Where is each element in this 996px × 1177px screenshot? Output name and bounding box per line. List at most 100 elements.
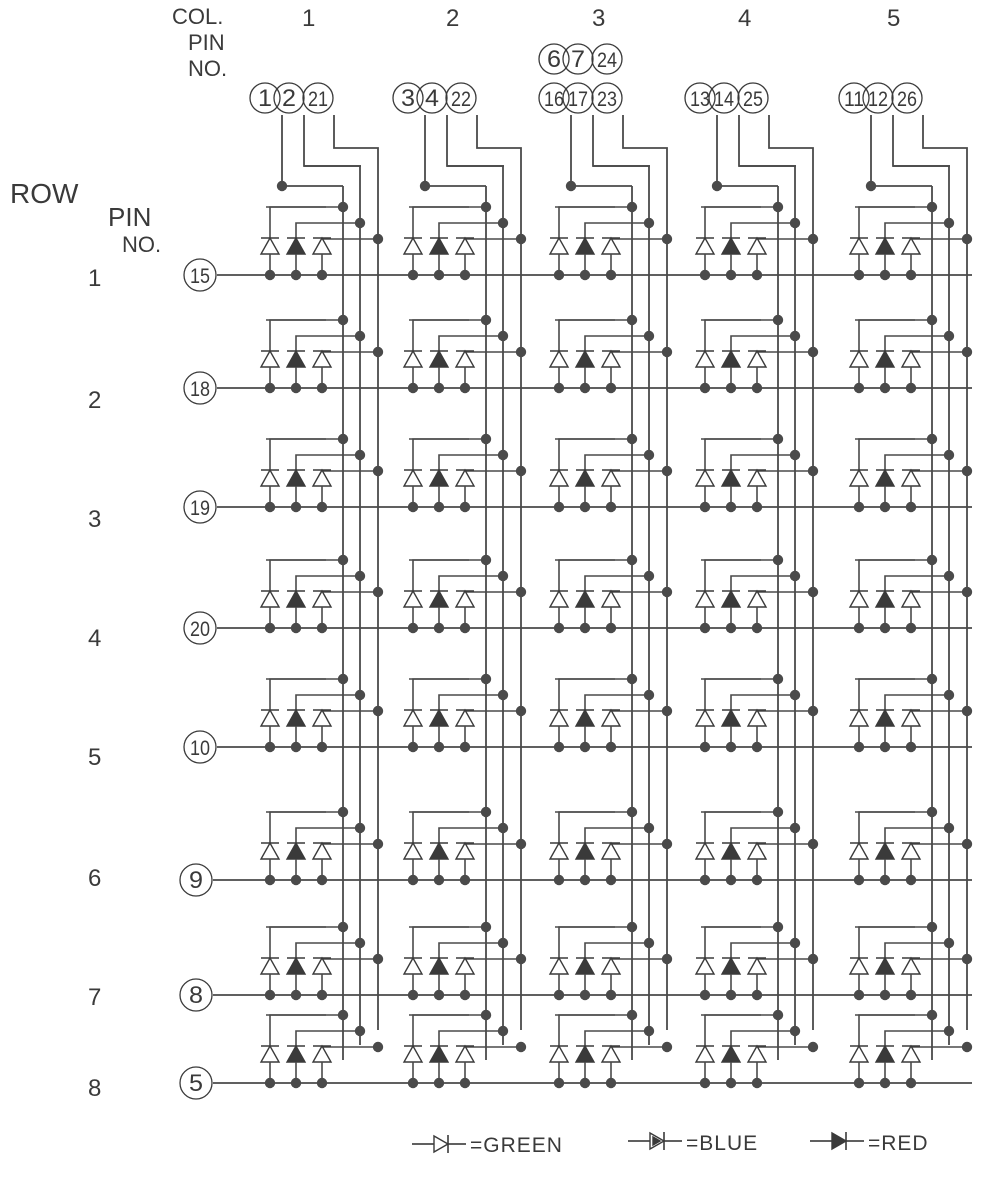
diode-triangle xyxy=(746,956,768,975)
red-pin-route xyxy=(333,115,379,218)
green-led-diode xyxy=(548,956,570,975)
diode-triangle xyxy=(285,841,307,860)
column-pin-number: 11 xyxy=(844,88,864,111)
blue-led-diode xyxy=(428,956,450,975)
row-no-label: NO. xyxy=(122,232,161,257)
diode-triangle xyxy=(694,1044,716,1063)
column-pin-number: 2 xyxy=(282,85,296,112)
red-bus-tap-dot xyxy=(515,465,527,477)
diode-triangle xyxy=(848,1044,870,1063)
red-row-dot xyxy=(605,622,617,634)
diode-triangle xyxy=(311,708,333,727)
blue-led-diode xyxy=(874,1044,896,1063)
row-pin-label: PIN xyxy=(108,202,151,232)
blue-anode-wire xyxy=(730,222,795,238)
blue-bus-tap-dot xyxy=(943,689,955,701)
led-cell-r7-c1 xyxy=(259,921,384,1001)
blue-row-dot xyxy=(433,501,445,513)
green-led-diode xyxy=(259,1044,281,1063)
diode-triangle xyxy=(600,236,622,255)
green-bus-tap-dot xyxy=(337,433,349,445)
red-bus-tap-dot xyxy=(961,233,973,245)
diode-triangle xyxy=(746,468,768,487)
led-cell-r2-c5 xyxy=(848,314,973,394)
red-row-dot xyxy=(905,874,917,886)
red-pin-route xyxy=(476,115,522,218)
red-led-diode xyxy=(454,1044,476,1063)
diode-triangle xyxy=(428,841,450,860)
blue-anode-wire xyxy=(438,1030,503,1046)
blue-led-symbol xyxy=(628,1131,682,1151)
red-led-diode xyxy=(600,1044,622,1063)
led-cell-r6-c3 xyxy=(548,806,673,886)
led-cell-r6-c5 xyxy=(848,806,973,886)
blue-led-diode xyxy=(574,349,596,368)
led-cell-r3-c3 xyxy=(548,433,673,513)
red-led-diode xyxy=(311,708,333,727)
diode-triangle xyxy=(874,841,896,860)
column-pin-circle xyxy=(392,82,424,114)
diode-triangle xyxy=(694,589,716,608)
diode-triangle xyxy=(848,956,870,975)
column-pin-number: 25 xyxy=(743,88,763,111)
blue-anode-wire xyxy=(884,1030,949,1046)
blue-bus-tap-dot xyxy=(943,330,955,342)
led-cell-r2-c2 xyxy=(402,314,527,394)
green-led-diode xyxy=(259,349,281,368)
diode-triangle xyxy=(694,708,716,727)
blue-bus-tap-dot xyxy=(789,1025,801,1037)
diode-triangle xyxy=(428,708,450,727)
row-pin-circle xyxy=(179,863,213,897)
column-number-4: 4 xyxy=(738,5,751,32)
green-row-dot xyxy=(699,269,711,281)
red-row-dot xyxy=(605,269,617,281)
red-led-diode xyxy=(311,236,333,255)
blue-anode-wire xyxy=(438,454,503,470)
red-bus-tap-dot xyxy=(372,1041,384,1053)
column-5-bus-group xyxy=(865,115,968,1060)
row-pin-circle xyxy=(183,258,217,292)
red-bus-tap-dot xyxy=(372,233,384,245)
green-row-dot xyxy=(853,741,865,753)
red-row-dot xyxy=(751,874,763,886)
led-cell-r5-c4 xyxy=(694,673,819,753)
diode-triangle xyxy=(720,708,742,727)
diode-triangle xyxy=(548,349,570,368)
blue-bus-tap-dot xyxy=(789,822,801,834)
green-row-dot xyxy=(853,501,865,513)
row-5-group xyxy=(217,673,973,753)
legend-diode-inner xyxy=(652,1135,662,1147)
blue-pin-drop xyxy=(446,115,504,167)
red-row-dot xyxy=(316,501,328,513)
led-cell-r2-c1 xyxy=(259,314,384,394)
blue-anode-wire xyxy=(438,827,503,843)
green-bus-tap-dot xyxy=(480,201,492,213)
column-junction-dot xyxy=(865,180,877,192)
green-bus-tap-dot xyxy=(480,1009,492,1021)
diode-triangle xyxy=(285,468,307,487)
row-pin-number: 5 xyxy=(189,1070,203,1097)
green-bus-tap-dot xyxy=(480,554,492,566)
diode-triangle xyxy=(574,841,596,860)
row-number-3: 3 xyxy=(88,506,101,533)
diode-triangle xyxy=(746,1044,768,1063)
led-cell-r4-c5 xyxy=(848,554,973,634)
led-cell-r2-c3 xyxy=(548,314,673,394)
column-pin-number: 21 xyxy=(308,88,328,111)
diode-triangle xyxy=(600,589,622,608)
blue-row-dot xyxy=(725,269,737,281)
column-junction-dot xyxy=(419,180,431,192)
green-led-diode xyxy=(848,956,870,975)
row-1-group xyxy=(217,201,973,281)
led-cell-r7-c5 xyxy=(848,921,973,1001)
red-row-dot xyxy=(459,269,471,281)
diode-triangle xyxy=(720,236,742,255)
red-row-dot xyxy=(316,622,328,634)
red-bus-tap-dot xyxy=(961,705,973,717)
green-bus-tap-dot xyxy=(772,554,784,566)
led-cell-r4-c1 xyxy=(259,554,384,634)
green-led-diode xyxy=(694,841,716,860)
row-number-1: 1 xyxy=(88,265,101,292)
blue-led-diode xyxy=(428,236,450,255)
diode-triangle xyxy=(720,956,742,975)
